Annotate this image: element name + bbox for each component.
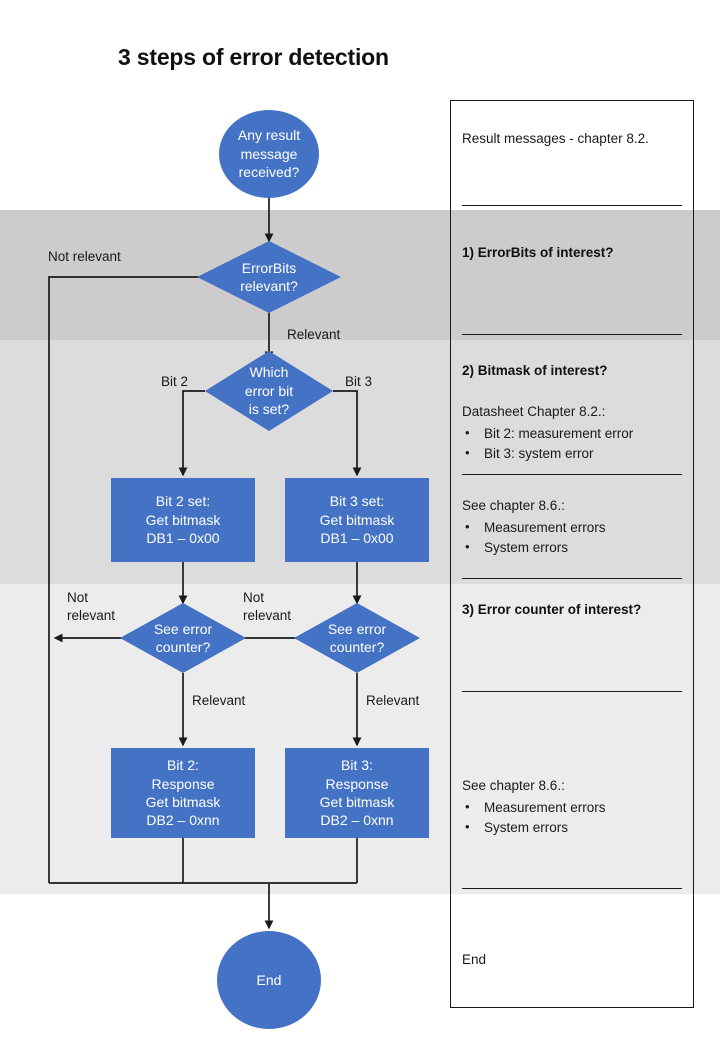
legend-section-1: 1) ErrorBits of interest?: [450, 245, 694, 260]
legend-section-3-sub: See chapter 8.6.: Measurement errors Sys…: [450, 776, 694, 839]
legend-section-2-sub-a-text: Datasheet Chapter 8.2.:: [462, 404, 606, 419]
legend-section-3-sub-list: Measurement errors System errors: [462, 797, 682, 840]
diamond-shape-icon: [120, 603, 246, 673]
legend-divider-0: [462, 205, 682, 206]
legend-section-2-sub-b-list: Measurement errors System errors: [462, 517, 682, 560]
list-item: Measurement errors: [462, 797, 682, 819]
legend-section-0-text: Result messages - chapter 8.2.: [462, 131, 649, 146]
legend-section-3-heading: 3) Error counter of interest?: [462, 602, 642, 617]
diamond-shape-icon: [197, 241, 341, 313]
legend-panel: [450, 100, 694, 1008]
edge-label-errorbits-not-relevant: Not relevant: [48, 249, 121, 264]
legend-section-4-text: End: [462, 952, 487, 967]
legend-section-3-sub-text: See chapter 8.6.:: [462, 778, 565, 793]
legend-section-2-sub-a-list: Bit 2: measurement error Bit 3: system e…: [462, 423, 682, 466]
legend-section-1-heading: 1) ErrorBits of interest?: [462, 245, 614, 260]
diamond-shape-icon: [205, 351, 333, 431]
legend-section-2-sub-b-text: See chapter 8.6.:: [462, 498, 565, 513]
diamond-shape-icon: [294, 603, 420, 673]
list-item: Measurement errors: [462, 517, 682, 539]
end-node-label: End: [256, 971, 282, 988]
legend-section-2-sub-b: See chapter 8.6.: Measurement errors Sys…: [450, 496, 694, 559]
edge-label-bit2: Bit 2: [161, 374, 189, 389]
edge-label-counter-left-relevant: Relevant: [192, 693, 246, 708]
edge-label-bit3: Bit 3: [345, 374, 373, 389]
end-node[interactable]: End: [217, 931, 321, 1029]
edge-label-counter-right-relevant: Relevant: [366, 693, 420, 708]
legend-section-2: 2) Bitmask of interest?: [450, 363, 694, 378]
legend-divider-1: [462, 334, 682, 335]
edge-label-errorbits-relevant: Relevant: [287, 327, 341, 342]
page-title: 3 steps of error detection: [118, 44, 389, 70]
legend-section-2-sub-a: Datasheet Chapter 8.2.: Bit 2: measureme…: [450, 402, 694, 465]
legend-section-3: 3) Error counter of interest?: [450, 602, 694, 617]
legend-section-0: Result messages - chapter 8.2.: [450, 129, 694, 149]
list-item: Bit 3: system error: [462, 443, 682, 465]
legend-divider-2a: [462, 474, 682, 475]
list-item: System errors: [462, 537, 682, 559]
list-item: Bit 2: measurement error: [462, 423, 682, 445]
legend-divider-3b: [462, 888, 682, 889]
legend-section-4: End: [450, 950, 694, 970]
legend-divider-3a: [462, 691, 682, 692]
legend-section-2-heading: 2) Bitmask of interest?: [462, 363, 608, 378]
list-item: System errors: [462, 817, 682, 839]
legend-divider-2b: [462, 578, 682, 579]
